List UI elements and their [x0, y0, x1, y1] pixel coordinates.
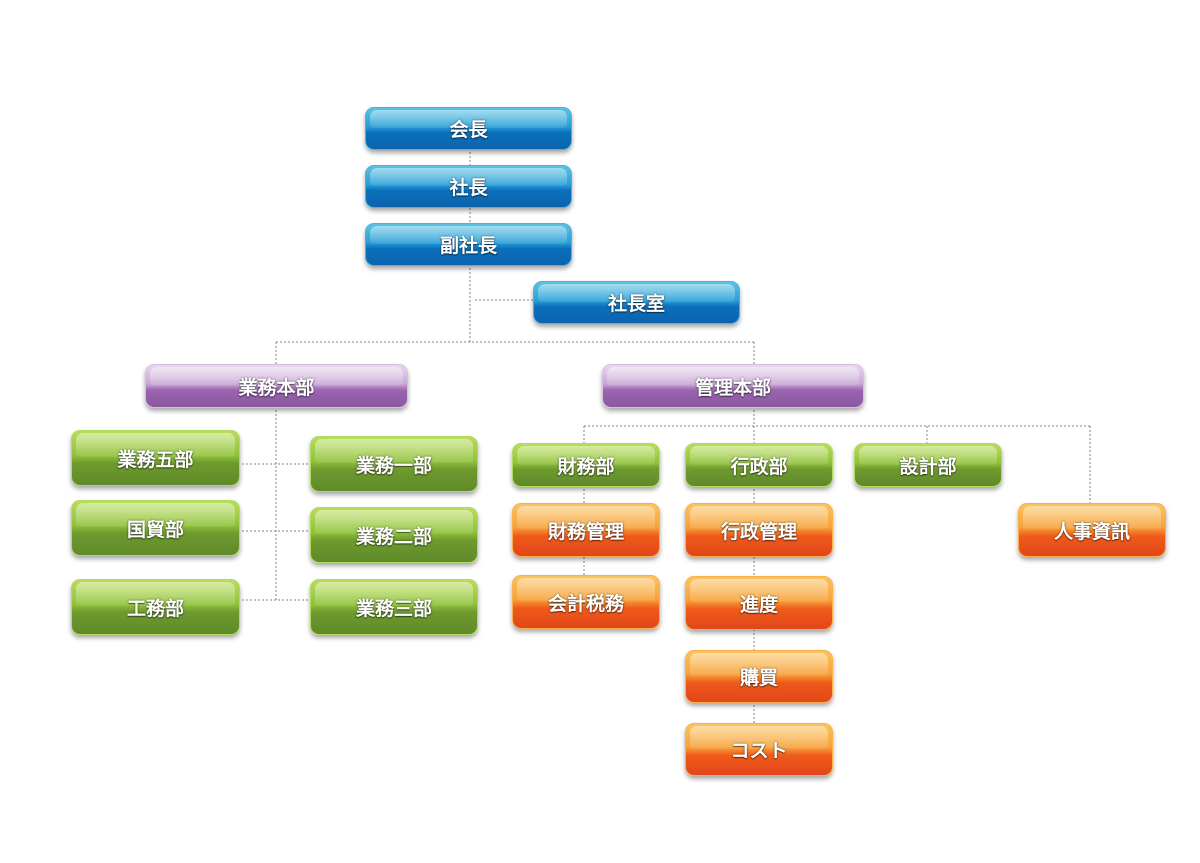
node-business-1: 業務一部 [310, 436, 478, 492]
node-label: 財務管理 [547, 520, 624, 543]
node-finance-dept: 財務部 [512, 443, 660, 487]
node-label: 業務本部 [238, 376, 315, 399]
node-label: 購買 [739, 667, 778, 689]
node-business-2: 業務二部 [310, 507, 478, 563]
node-purchasing: 購買 [685, 650, 833, 703]
node-label: 工務部 [126, 597, 184, 620]
node-label: 設計部 [899, 455, 957, 478]
node-label: 業務五部 [117, 448, 194, 471]
node-label: 社長 [449, 177, 488, 199]
node-accounting-tax: 会計税務 [512, 575, 660, 629]
node-label: 業務三部 [355, 597, 432, 620]
node-label: 管理本部 [694, 376, 771, 399]
node-progress: 進度 [685, 576, 833, 630]
node-cost: コスト [685, 723, 833, 776]
node-hr-info: 人事資訊 [1018, 503, 1166, 557]
node-president: 社長 [365, 165, 572, 208]
node-chairman: 会長 [365, 107, 572, 150]
node-admin-mgmt: 行政管理 [685, 503, 833, 557]
node-finance-mgmt: 財務管理 [512, 503, 660, 557]
node-president-office: 社長室 [533, 281, 740, 324]
node-vice-president: 副社長 [365, 223, 572, 266]
node-label: 行政部 [730, 455, 788, 478]
node-business-5: 業務五部 [71, 430, 240, 486]
node-business-3: 業務三部 [310, 579, 478, 635]
node-intl-trade: 国貿部 [71, 500, 240, 556]
node-label: 副社長 [439, 235, 497, 257]
node-design-dept: 設計部 [854, 443, 1002, 487]
node-label: 進度 [739, 593, 778, 616]
node-label: 行政管理 [720, 520, 797, 543]
node-label: 会長 [449, 119, 488, 141]
node-business-hq: 業務本部 [145, 364, 408, 408]
node-admin-hq: 管理本部 [602, 364, 864, 408]
node-label: 業務一部 [355, 454, 432, 477]
node-label: 社長室 [607, 293, 665, 315]
node-label: コスト [730, 740, 788, 762]
node-label: 業務二部 [355, 525, 432, 548]
node-engineering: 工務部 [71, 579, 240, 635]
node-label: 国貿部 [126, 518, 184, 541]
node-label: 会計税務 [547, 592, 624, 615]
node-admin-dept: 行政部 [685, 443, 833, 487]
node-label: 人事資訊 [1053, 520, 1130, 543]
node-label: 財務部 [557, 455, 615, 478]
